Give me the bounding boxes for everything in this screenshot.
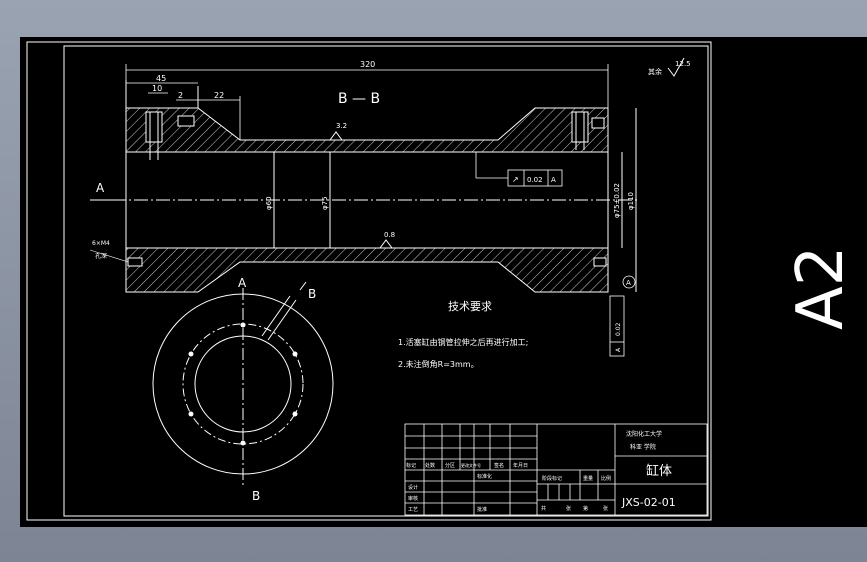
sheet-info: 张 [566, 505, 571, 512]
tech-req-line2: 2.未注倒角R=3mm。 [398, 359, 479, 369]
roughness-other-label: 其余 [648, 67, 662, 76]
tech-req-line1: 1.活塞缸由钢管拉伸之后再进行加工; [398, 337, 528, 347]
overall-length-dimension [125, 64, 609, 140]
stage-header: 重量 [583, 475, 593, 482]
front-view [152, 281, 334, 488]
stage-header: 阶段标记 [542, 475, 562, 482]
role-label: 设计 [408, 484, 418, 491]
tol-datum: A [551, 176, 556, 184]
thread-note-count: 6×M4 [92, 240, 110, 247]
sheet-info: 张 [603, 505, 608, 512]
inner-drawing-frame [63, 45, 709, 517]
tech-req-title: 技术要求 [448, 300, 492, 313]
section-title: B — B [338, 91, 380, 107]
dim-bore-mid: φ75 [321, 196, 329, 210]
rev-header: 处数 [425, 462, 435, 469]
sheet-info: 第 [583, 505, 588, 512]
surface-finish-top-mark [329, 131, 343, 141]
front-view-label-bottom: B [252, 489, 260, 503]
roughness-other-mark [667, 57, 685, 77]
side-tolerance-frame [609, 295, 625, 357]
surface-finish-top: 3.2 [336, 122, 347, 130]
title-dept: 科亚 学院 [630, 443, 656, 451]
datum-bubble [622, 275, 636, 289]
dim-outer-diameter: φ110 [627, 192, 635, 210]
title-drawing-no: JXS-02-01 [621, 496, 676, 509]
rev-header: 标记 [406, 462, 416, 469]
rev-header: 更改文件号 [461, 462, 481, 468]
side-tol-value: 0.02 [615, 322, 622, 336]
bolt-circle [182, 323, 304, 445]
bolt-hole [292, 351, 298, 357]
sheet-info: 共 [541, 505, 546, 512]
tol-value: 0.02 [527, 176, 543, 184]
runout-tolerance-frame [475, 152, 563, 187]
datum-bubble-label: A [626, 279, 631, 287]
dim-bore-right: φ75±0.02 [613, 183, 621, 218]
role-label: 工艺 [408, 507, 418, 513]
role-label: 审核 [408, 495, 418, 502]
dim-counterbore: 10 [152, 84, 162, 93]
dim-flange-width: 45 [156, 74, 166, 83]
section-view [90, 80, 640, 293]
surface-finish-bottom-mark [379, 239, 393, 249]
dim-step: 2 [178, 91, 183, 100]
bolt-holes [188, 322, 298, 446]
surface-finish-bottom: 0.8 [384, 231, 395, 239]
stage-header: 比例 [601, 475, 611, 482]
side-tol-datum: A [615, 347, 622, 352]
front-view-label-cut: B [308, 287, 316, 301]
title-block [404, 423, 708, 516]
title-part-name: 缸体 [646, 463, 672, 479]
role-extra: 批准 [477, 506, 487, 513]
bolt-hole [240, 440, 246, 446]
thread-note-depth: 孔深 [95, 252, 107, 260]
dim-taper-length: 22 [214, 91, 224, 100]
title-school: 沈阳化工大学 [626, 430, 662, 438]
dim-bore-left: φ60 [265, 196, 273, 210]
tol-symbol: ↗ [512, 175, 519, 184]
bolt-hole [240, 322, 246, 328]
rev-header: 年月日 [513, 462, 528, 469]
outer-sheet-border [26, 41, 712, 521]
front-view-label-top: A [238, 276, 247, 290]
rev-header: 签名 [494, 462, 504, 469]
rev-header: 分区 [445, 462, 455, 469]
bolt-hole [188, 351, 194, 357]
roughness-other-value: 12.5 [675, 60, 691, 68]
role-extra: 标准化 [477, 473, 492, 480]
bolt-hole [292, 411, 298, 417]
sheet-size-label: A2 [784, 246, 858, 331]
bolt-hole [188, 411, 194, 417]
view-arrow-label: A [96, 181, 105, 195]
dim-overall-length: 320 [360, 60, 375, 69]
